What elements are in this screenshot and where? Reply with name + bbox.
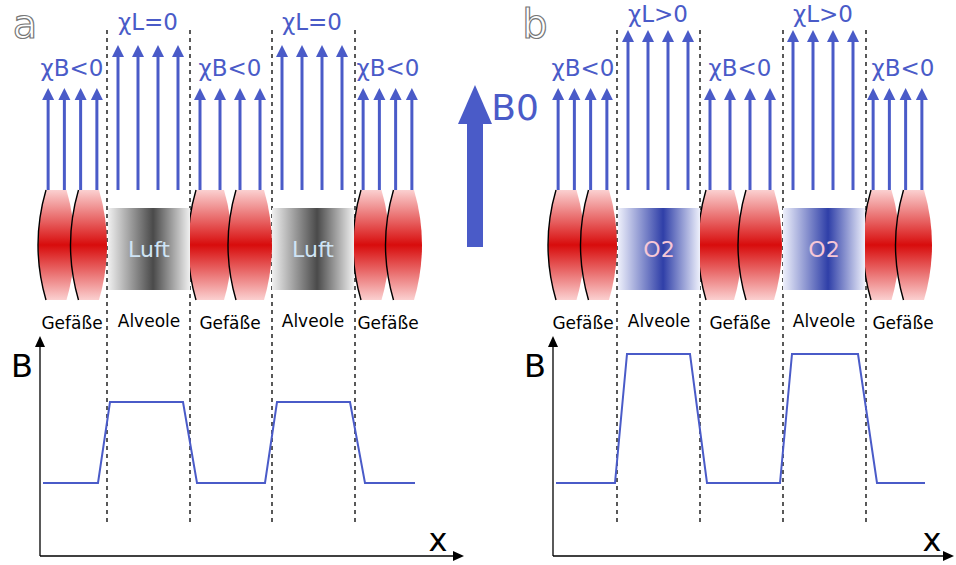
axis-label: x bbox=[429, 524, 448, 556]
axis-label: B bbox=[524, 350, 546, 382]
region-label: Gefäße bbox=[357, 315, 418, 332]
region-label: Gefäße bbox=[199, 315, 260, 332]
region-label: Gefäße bbox=[41, 315, 102, 332]
susceptibility-label: χB<0 bbox=[709, 57, 772, 80]
region-label: Alveole bbox=[118, 311, 180, 331]
alveole-box: O2Alveole bbox=[618, 208, 700, 290]
susceptibility-label: χL>0 bbox=[793, 3, 853, 26]
susceptibility-label: χB<0 bbox=[552, 57, 615, 80]
susceptibility-label: χL>0 bbox=[628, 3, 688, 26]
region-label: Alveole bbox=[628, 311, 690, 331]
susceptibility-label: χL=0 bbox=[118, 11, 178, 34]
alveole-content: O2 bbox=[808, 237, 839, 262]
susceptibility-label: χB<0 bbox=[357, 57, 420, 80]
panel-letter: a bbox=[13, 4, 38, 44]
alveole-content: O2 bbox=[643, 237, 674, 262]
alveole-box: LuftAlveole bbox=[272, 208, 354, 290]
susceptibility-label: χL=0 bbox=[282, 11, 342, 34]
alveole-box: LuftAlveole bbox=[108, 208, 190, 290]
susceptibility-label: χB<0 bbox=[41, 57, 104, 80]
alveole-content: Luft bbox=[128, 237, 170, 262]
alveole-box: O2Alveole bbox=[783, 208, 865, 290]
field-label: B0 bbox=[491, 90, 539, 126]
region-label: Gefäße bbox=[872, 315, 933, 332]
susceptibility-label: χB<0 bbox=[872, 57, 935, 80]
susceptibility-label: χB<0 bbox=[199, 57, 262, 80]
alveole-content: Luft bbox=[292, 237, 334, 262]
region-label: Gefäße bbox=[552, 315, 613, 332]
axis-label: B bbox=[11, 350, 33, 382]
axis-label: x bbox=[923, 524, 942, 556]
region-label: Alveole bbox=[282, 311, 344, 331]
region-label: Gefäße bbox=[709, 315, 770, 332]
panel-letter: b bbox=[522, 4, 547, 44]
region-label: Alveole bbox=[793, 311, 855, 331]
